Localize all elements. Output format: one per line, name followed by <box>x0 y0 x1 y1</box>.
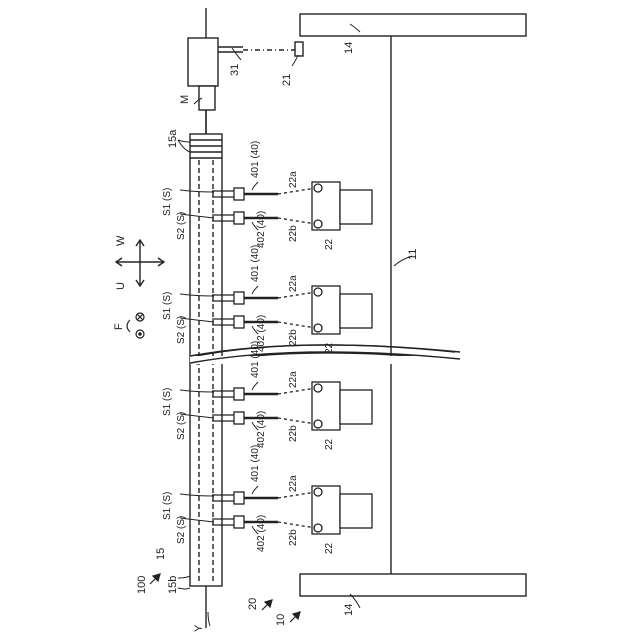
terminal-22b <box>314 220 322 228</box>
connector-401 <box>234 292 244 304</box>
connector-402 <box>234 316 244 328</box>
cable-dashed <box>278 218 316 224</box>
terminal-22b <box>314 420 322 428</box>
cable-dashed <box>278 418 316 424</box>
label-motor-M: M <box>179 95 191 104</box>
connector-402 <box>234 212 244 224</box>
label-s1: S1 (S) <box>162 388 173 416</box>
label-dir-F: F <box>113 323 125 330</box>
block-22-extension <box>340 494 372 528</box>
sensor-21 <box>295 42 303 56</box>
label-s2: S2 (S) <box>176 412 187 440</box>
label-401: 401 (40) <box>250 445 261 482</box>
label-s2: S2 (S) <box>176 212 187 240</box>
label-22b: 22b <box>288 329 299 346</box>
label-frame-bottom-14: 14 <box>343 604 355 616</box>
cable-dashed <box>278 322 316 328</box>
direction-f-symbols <box>127 313 144 338</box>
leader-401 <box>252 486 258 494</box>
label-22: 22 <box>324 342 335 354</box>
label-22: 22 <box>324 238 335 250</box>
label-s2: S2 (S) <box>176 316 187 344</box>
terminal-22b <box>314 324 322 332</box>
label-402: 402 (40) <box>256 515 267 552</box>
frame-bottom-leg-14 <box>300 574 526 596</box>
label-402: 402 (40) <box>256 211 267 248</box>
label-dir-W: W <box>115 235 127 246</box>
terminal-22a <box>314 384 322 392</box>
connector-402 <box>234 412 244 424</box>
connector-401 <box>234 188 244 200</box>
sensor-group-labels: S1 (S)S2 (S) 401 (40) 402 (40) 22a 22b 22 <box>162 141 335 250</box>
label-unit-20: 20 <box>247 598 259 610</box>
cable-dashed <box>278 522 316 528</box>
sensor-group-labels: S1 (S)S2 (S) 401 (40) 402 (40) 22a 22b 22 <box>162 445 335 554</box>
leader-401 <box>252 382 258 390</box>
terminal-22a <box>314 184 322 192</box>
label-22a: 22a <box>288 275 299 292</box>
housing-31-block <box>188 38 218 86</box>
block-22-extension <box>340 190 372 224</box>
terminal-22b <box>314 524 322 532</box>
label-s1: S1 (S) <box>162 188 173 216</box>
label-dir-U: U <box>115 282 127 290</box>
leader-401 <box>252 182 258 190</box>
label-401: 401 (40) <box>250 141 261 178</box>
label-22b: 22b <box>288 529 299 546</box>
label-assembly-100: 100 <box>136 576 148 594</box>
leader-401 <box>252 286 258 294</box>
label-22a: 22a <box>288 475 299 492</box>
block-22-extension <box>340 390 372 424</box>
label-402: 402 (40) <box>256 411 267 448</box>
label-rail-15a: 15a <box>167 129 179 148</box>
terminal-22a <box>314 288 322 296</box>
label-axis-Y: Y <box>193 624 205 632</box>
label-s1: S1 (S) <box>162 492 173 520</box>
label-rail-15b: 15b <box>167 576 179 594</box>
connector-401 <box>234 492 244 504</box>
label-22b: 22b <box>288 425 299 442</box>
label-frame-top-14: 14 <box>343 42 355 54</box>
label-s1: S1 (S) <box>162 292 173 320</box>
label-table-11: 11 <box>407 249 419 260</box>
label-rod-31: 31 <box>229 64 241 76</box>
label-machine-10: 10 <box>275 614 287 626</box>
label-s2: S2 (S) <box>176 516 187 544</box>
sensor-group-labels: S1 (S)S2 (S)401 (40)402 (40)22a22b22 <box>162 245 335 354</box>
label-22: 22 <box>324 438 335 450</box>
label-22: 22 <box>324 542 335 554</box>
block-22-extension <box>340 294 372 328</box>
label-rail-15: 15 <box>155 548 167 560</box>
connector-402 <box>234 516 244 528</box>
terminal-22a <box>314 488 322 496</box>
label-22a: 22a <box>288 171 299 188</box>
label-22b: 22b <box>288 225 299 242</box>
label-401: 401 (40) <box>250 341 261 378</box>
connector-401 <box>234 388 244 400</box>
frame-top-leg-14 <box>300 14 526 36</box>
label-sensor-21: 21 <box>281 74 293 86</box>
label-22a: 22a <box>288 371 299 388</box>
label-401: 401 (40) <box>250 245 261 282</box>
